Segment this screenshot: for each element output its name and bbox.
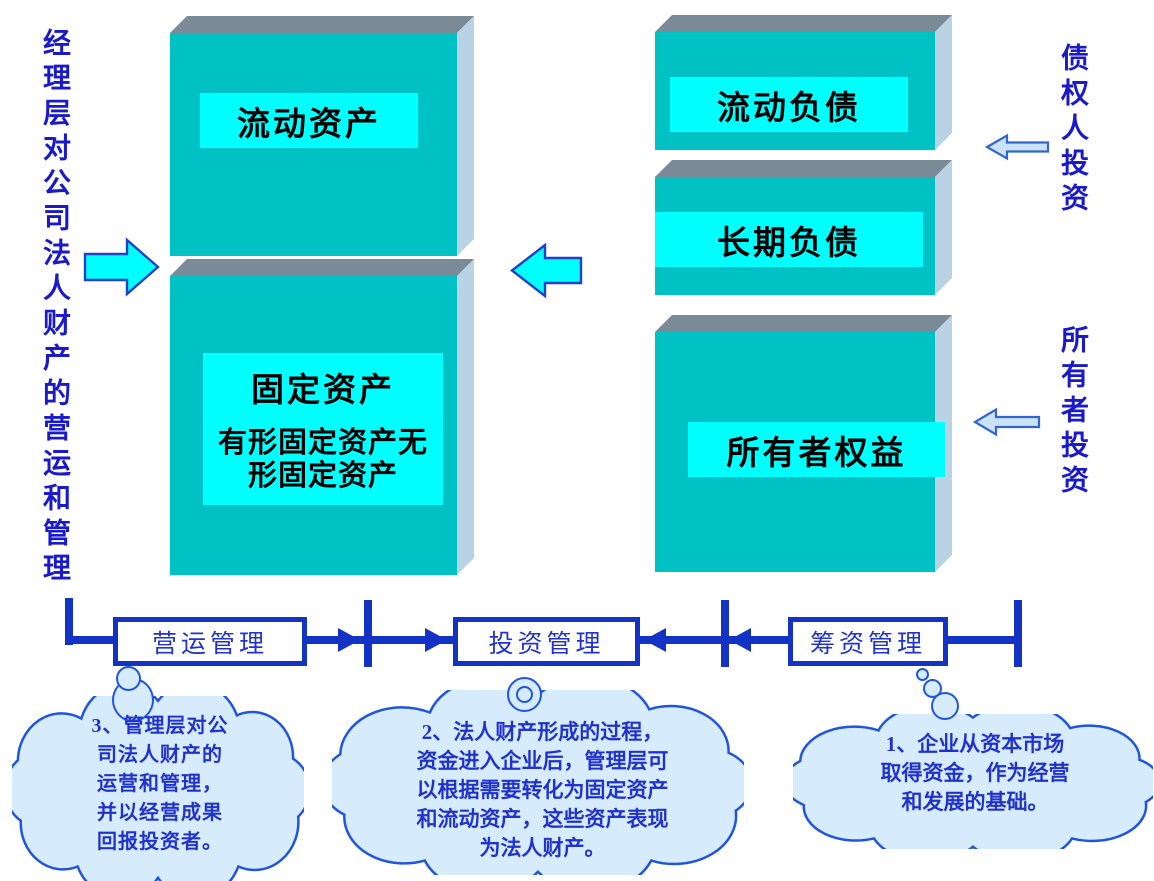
cloud-note-3-text: 3、管理层对公 司法人财产的 运营和管理， 并以经营成果 回报投资者。 — [91, 715, 229, 853]
thought-bubble-icon — [916, 668, 929, 681]
cube-top-face — [655, 160, 952, 177]
cube-top-face — [655, 315, 952, 332]
left-note-management-of-corporate-property: 经理层对公司法人财产的营运和管理 — [39, 28, 70, 588]
fixed-assets-label: 固定资产 — [251, 373, 395, 409]
current-assets-label: 流动资产 — [200, 93, 418, 148]
liabilities-to-assets-left-arrow-icon — [510, 243, 583, 298]
creditor-investment-left-arrow-icon — [985, 133, 1050, 161]
arrowhead-right-icon — [425, 628, 447, 652]
owner-investment-left-arrow-icon — [973, 407, 1041, 437]
arrowhead-left-icon — [729, 628, 751, 652]
arrowhead-left-icon — [644, 628, 666, 652]
arrowhead-right-icon — [338, 628, 360, 652]
management-right-arrow-icon — [83, 237, 160, 297]
cloud-note-3 — [12, 696, 304, 881]
cube-top-face — [170, 259, 474, 276]
cube-side-face — [935, 15, 952, 150]
right-note-owner-investment: 所有者投资 — [1057, 325, 1088, 500]
fixed-assets-label-block: 固定资产 有形固定资产无 形固定资产 — [203, 353, 443, 505]
thought-bubble-icon — [507, 677, 542, 712]
thought-bubble-icon — [931, 692, 959, 720]
cube-top-face — [655, 15, 952, 32]
cube-side-face — [457, 259, 474, 575]
cube-top-face — [170, 16, 474, 33]
cloud-note-2 — [332, 690, 744, 875]
operations-management-box: 营运管理 — [113, 617, 307, 666]
investment-management-box: 投资管理 — [453, 617, 640, 666]
cloud-note-1-text: 1、企业从资本市场 取得资金，作为经营 和发展的基础。 — [880, 732, 1070, 814]
cube-side-face — [457, 16, 474, 256]
fixed-assets-sub-line-2: 形固定资产 — [247, 460, 398, 492]
timeline-tick-1 — [65, 598, 73, 645]
cloud-note-2-text: 2、法人财产形成的过程， 资金进入企业后，管理层可 以根据需要转化为固定资产 和… — [416, 720, 669, 860]
cube-side-face — [935, 160, 952, 295]
cloud-note-1 — [793, 714, 1153, 849]
timeline-tick-2 — [364, 600, 372, 667]
owners-equity-label: 所有者权益 — [688, 422, 945, 477]
thought-bubble-inner-icon — [516, 686, 533, 703]
fixed-assets-sub-line-1: 有形固定资产无 — [217, 427, 428, 459]
right-note-creditor-investment: 债权人投资 — [1057, 43, 1088, 218]
long-term-liabilities-label: 长期负债 — [655, 212, 923, 267]
thought-bubble-icon — [116, 666, 141, 691]
financing-management-box: 筹资管理 — [788, 617, 948, 666]
timeline-tick-3 — [721, 600, 729, 667]
current-liabilities-label: 流动负债 — [670, 77, 908, 132]
timeline-tick-4 — [1014, 600, 1022, 667]
